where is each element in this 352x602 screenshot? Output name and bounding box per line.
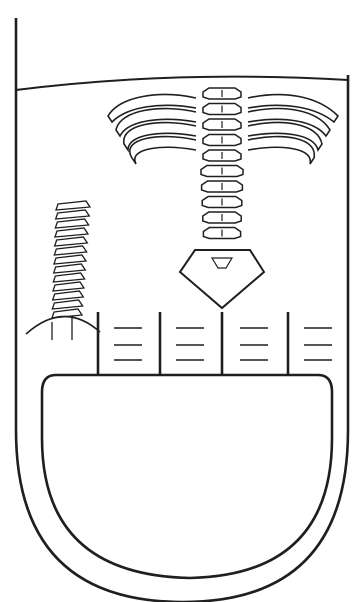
top-surface-curve	[16, 77, 348, 90]
inner-basin	[42, 375, 332, 578]
small-vertebra	[53, 273, 84, 282]
small-vertebra	[54, 264, 86, 273]
small-vertebra	[53, 282, 84, 291]
basin-shape	[42, 375, 332, 578]
left-arch	[26, 316, 100, 334]
small-vertebra	[54, 246, 86, 255]
rib-right	[248, 137, 314, 164]
small-vertebra	[53, 291, 84, 300]
rib-left	[108, 95, 196, 122]
small-vertebra	[54, 255, 86, 264]
left-spine	[26, 201, 100, 340]
rib-right	[248, 95, 338, 122]
small-vertebra	[56, 210, 90, 219]
rib-left	[130, 137, 196, 164]
small-vertebra	[55, 219, 88, 228]
small-vertebra	[52, 300, 82, 309]
small-vertebra	[56, 201, 90, 210]
small-vertebra	[55, 228, 88, 237]
ruler-marks	[98, 312, 332, 375]
small-vertebra	[55, 237, 88, 246]
